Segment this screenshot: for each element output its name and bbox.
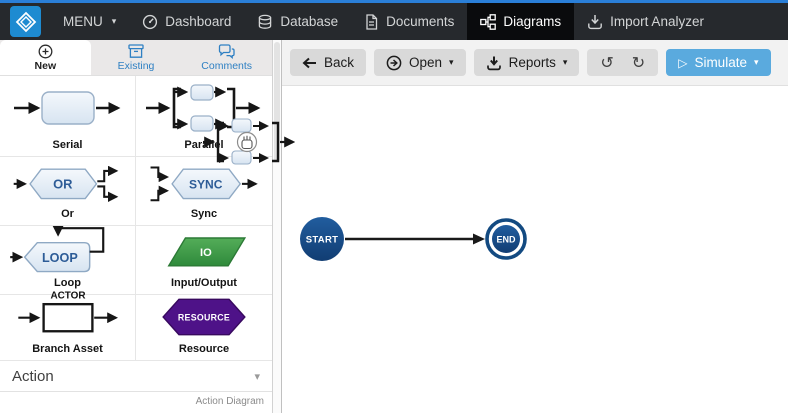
nav-item-diagrams[interactable]: Diagrams <box>467 3 575 40</box>
diagram-workspace: Back Open ▾ Reports ▾ ↺ ↻ ▷ <box>281 40 788 413</box>
nav-label: Diagrams <box>503 14 562 29</box>
nav-label: Import Analyzer <box>610 14 704 29</box>
diagram-sitemap-icon <box>480 13 497 30</box>
sync-shape-icon: SYNC <box>136 157 272 208</box>
import-download-icon <box>587 14 603 30</box>
start-node-label: START <box>306 235 338 246</box>
download-report-icon <box>486 56 501 70</box>
palette-item-parallel[interactable]: Parallel <box>136 76 272 157</box>
tab-label: New <box>34 59 57 72</box>
database-icon <box>257 14 273 30</box>
tab-comments[interactable]: Comments <box>181 40 272 75</box>
diagram-toolbar: Back Open ▾ Reports ▾ ↺ ↻ ▷ <box>282 40 788 86</box>
nav-item-import-analyzer[interactable]: Import Analyzer <box>574 3 717 40</box>
chevron-down-icon: ▾ <box>111 16 117 26</box>
or-shape-text: OR <box>53 176 73 191</box>
back-label: Back <box>324 55 355 70</box>
back-button[interactable]: Back <box>290 49 367 76</box>
palette-label: Serial <box>52 139 83 151</box>
sidebar-tabs: New Existing Comments <box>0 40 272 76</box>
palette-item-input-output[interactable]: IO Input/Output <box>136 226 272 295</box>
open-label: Open <box>409 55 443 70</box>
start-end-connector[interactable] <box>345 233 485 245</box>
palette-item-sync[interactable]: SYNC Sync <box>136 157 272 226</box>
open-dropdown-button[interactable]: Open ▾ <box>374 49 466 76</box>
simulate-dropdown-button[interactable]: ▷ Simulate ▾ <box>666 49 771 76</box>
simulate-label: Simulate <box>694 55 747 70</box>
sidebar-scrollbar[interactable] <box>272 40 281 413</box>
back-arrow-icon <box>302 57 316 68</box>
end-node-label: END <box>496 235 516 245</box>
scrollbar-thumb[interactable] <box>274 42 280 162</box>
plus-circle-icon <box>38 44 53 59</box>
parallel-shape-icon <box>136 76 272 139</box>
tab-existing[interactable]: Existing <box>91 40 182 75</box>
palette-label: Or <box>61 208 74 220</box>
action-section-header[interactable]: Action ▾ <box>0 361 272 392</box>
palette-item-resource[interactable]: RESOURCE Resource <box>136 295 272 361</box>
app-logo[interactable] <box>10 6 41 37</box>
chevron-down-icon: ▾ <box>254 370 260 383</box>
or-shape-icon: OR <box>0 157 135 208</box>
palette-item-or[interactable]: OR Or <box>0 157 136 226</box>
sidebar-palette-panel: New Existing Comments <box>0 40 281 413</box>
io-shape-icon: IO <box>136 225 272 277</box>
navbar: MENU ▾ Dashboard Database Documents Di <box>0 3 788 40</box>
palette-label: Loop <box>54 277 81 289</box>
nav-item-database[interactable]: Database <box>244 3 351 40</box>
reports-label: Reports <box>508 55 556 70</box>
diagram-type-label: Action Diagram <box>195 396 264 407</box>
loop-shape-text: LOOP <box>41 251 77 265</box>
nav-item-dashboard[interactable]: Dashboard <box>129 3 244 40</box>
redo-icon[interactable]: ↻ <box>631 53 646 72</box>
document-icon <box>364 13 379 30</box>
palette-item-loop[interactable]: LOOP Loop <box>0 225 136 295</box>
dashboard-gauge-icon <box>142 14 158 30</box>
palette-item-branch-asset[interactable]: ACTOR Branch Asset <box>0 291 136 361</box>
palette-label: Sync <box>190 208 218 220</box>
undo-icon[interactable]: ↺ <box>600 53 614 72</box>
reports-dropdown-button[interactable]: Reports ▾ <box>473 49 580 76</box>
tab-new[interactable]: New <box>0 40 91 75</box>
io-shape-text: IO <box>200 247 212 259</box>
diamond-logo-icon <box>15 11 36 32</box>
nav-label: Dashboard <box>165 14 232 29</box>
menu-dropdown[interactable]: MENU ▾ <box>50 3 129 40</box>
play-icon: ▷ <box>678 55 688 70</box>
serial-shape-icon <box>0 76 135 139</box>
tab-label: Existing <box>117 59 155 72</box>
nav-label: Documents <box>386 14 455 29</box>
palette-label: Resource <box>178 343 230 355</box>
chevron-down-icon: ▾ <box>753 57 759 67</box>
undo-redo-group: ↺ ↻ <box>587 49 659 76</box>
menu-label: MENU <box>63 14 103 29</box>
start-node[interactable]: START <box>300 217 344 261</box>
diagram-canvas[interactable]: START END <box>282 86 788 413</box>
chevron-down-icon: ▾ <box>562 57 568 67</box>
nav-label: Database <box>280 14 339 29</box>
section-label: Action <box>12 367 54 385</box>
resource-shape-icon: RESOURCE <box>136 291 272 343</box>
archive-box-icon <box>128 43 144 59</box>
nav-item-documents[interactable]: Documents <box>351 3 467 40</box>
tab-label: Comments <box>201 59 253 72</box>
resource-shape-text: RESOURCE <box>178 312 230 322</box>
palette-label: Branch Asset <box>32 343 103 355</box>
branch-asset-shape-icon: ACTOR <box>0 287 135 343</box>
comments-bubbles-icon <box>218 43 235 59</box>
loop-shape-icon: LOOP <box>0 221 135 277</box>
construct-palette: Serial <box>0 76 272 361</box>
sync-shape-text: SYNC <box>189 177 223 191</box>
chevron-down-icon: ▾ <box>449 57 454 67</box>
palette-item-serial[interactable]: Serial <box>0 76 136 157</box>
actor-shape-text: ACTOR <box>50 291 85 302</box>
top-accent-strip <box>0 0 788 3</box>
open-circle-arrow-icon <box>386 55 402 70</box>
palette-label: Parallel <box>184 139 224 151</box>
main-area: New Existing Comments <box>0 40 788 413</box>
end-node[interactable]: END <box>485 218 527 260</box>
palette-label: Input/Output <box>171 277 237 289</box>
